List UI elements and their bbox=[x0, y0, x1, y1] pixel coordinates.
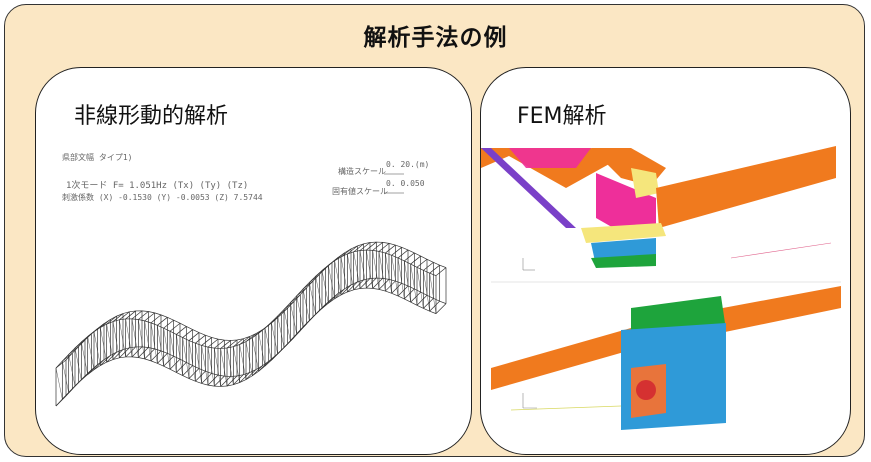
fem-top-crossbeam bbox=[509, 148, 591, 168]
bridge-wireframe-plot bbox=[55, 173, 447, 407]
struct-scale-label: 構造スケール bbox=[338, 167, 386, 176]
fem-bottom-girder-left bbox=[491, 328, 631, 390]
fem-bottom-girder-right bbox=[696, 286, 841, 338]
fem-top-main-girder bbox=[656, 146, 836, 228]
fem-top-axis-line bbox=[730, 242, 832, 259]
fem-bottom-axis-line bbox=[510, 405, 622, 411]
fem-bottom-coord-icon bbox=[522, 393, 537, 409]
mode-line: 1次モード F= 1.051Hz (Tx) (Ty) (Tz) bbox=[66, 181, 249, 191]
fem-top-coord-icon bbox=[522, 258, 535, 271]
page-title: 解析手法の例 bbox=[363, 25, 508, 51]
fem-top-pier-base bbox=[591, 254, 656, 268]
fem-model-top bbox=[481, 146, 841, 430]
mode-scale-label: 固有値スケール bbox=[332, 187, 388, 196]
fem-top-bearing bbox=[581, 223, 666, 243]
fem-top-joint bbox=[596, 173, 656, 238]
struct-scale-value: 0. 20.(m) bbox=[386, 160, 430, 169]
case-label: 県部文幅 タイプ1) bbox=[62, 153, 133, 162]
fem-panel: FEM解析 bbox=[480, 67, 851, 455]
nonlinear-dynamic-panel: 非線形動的解析 県部文幅 タイプ1) 1次モード F= 1.051Hz (Tx)… bbox=[35, 67, 472, 455]
panel-title-fem: FEM解析 bbox=[517, 104, 607, 129]
panel-title-nonlinear: 非線形動的解析 bbox=[74, 104, 229, 129]
fem-top-purple-girder bbox=[481, 148, 576, 228]
mode-scale-value: 0. 0.050 bbox=[386, 179, 425, 188]
damping-line: 刺激係数 (X) -0.1530 (Y) -0.0053 (Z) 7.5744 bbox=[62, 193, 263, 202]
fem-top-plate bbox=[631, 168, 659, 198]
